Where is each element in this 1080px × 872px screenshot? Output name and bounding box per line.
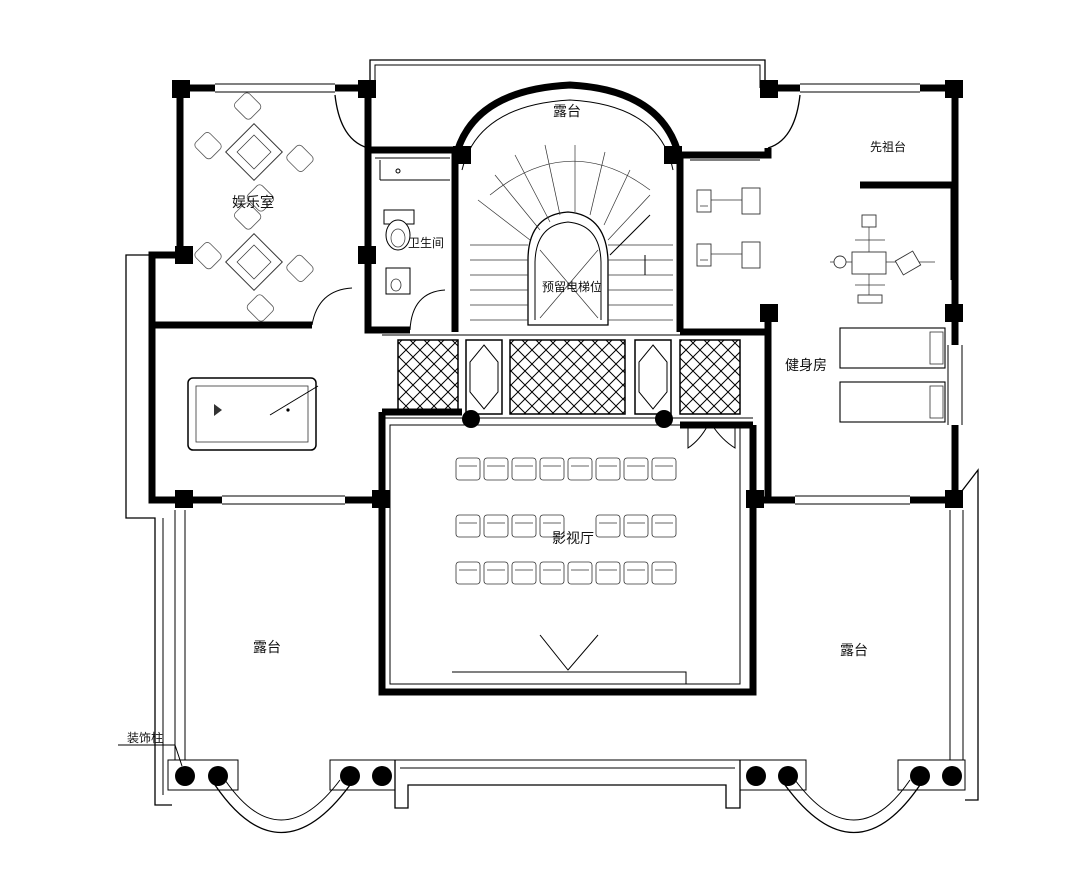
bathroom-fixtures	[383, 168, 415, 295]
lower-terrace-balustrade	[118, 254, 979, 833]
label-entertainment-room: 娱乐室	[232, 194, 274, 211]
label-bathroom: 卫生间	[408, 236, 444, 250]
label-gym: 健身房	[785, 358, 827, 374]
top-terrace-balustrade	[334, 59, 801, 149]
spiral-stair	[470, 144, 673, 321]
lattice-screens	[397, 339, 741, 415]
label-left-terrace: 露台	[253, 640, 281, 656]
billiard-table	[187, 377, 319, 451]
label-ancestor-altar: 先祖台	[870, 139, 906, 154]
card-table-lower	[192, 200, 316, 324]
label-home-theater: 影视厅	[552, 531, 594, 547]
label-elevator-reserved: 预留电梯位	[542, 279, 602, 294]
label-right-terrace: 露台	[840, 643, 868, 659]
label-decorative-column: 装饰柱	[127, 730, 163, 745]
label-top-terrace: 露台	[553, 104, 581, 120]
theater-seat-rows	[455, 457, 677, 585]
gym-equipment	[696, 187, 946, 423]
